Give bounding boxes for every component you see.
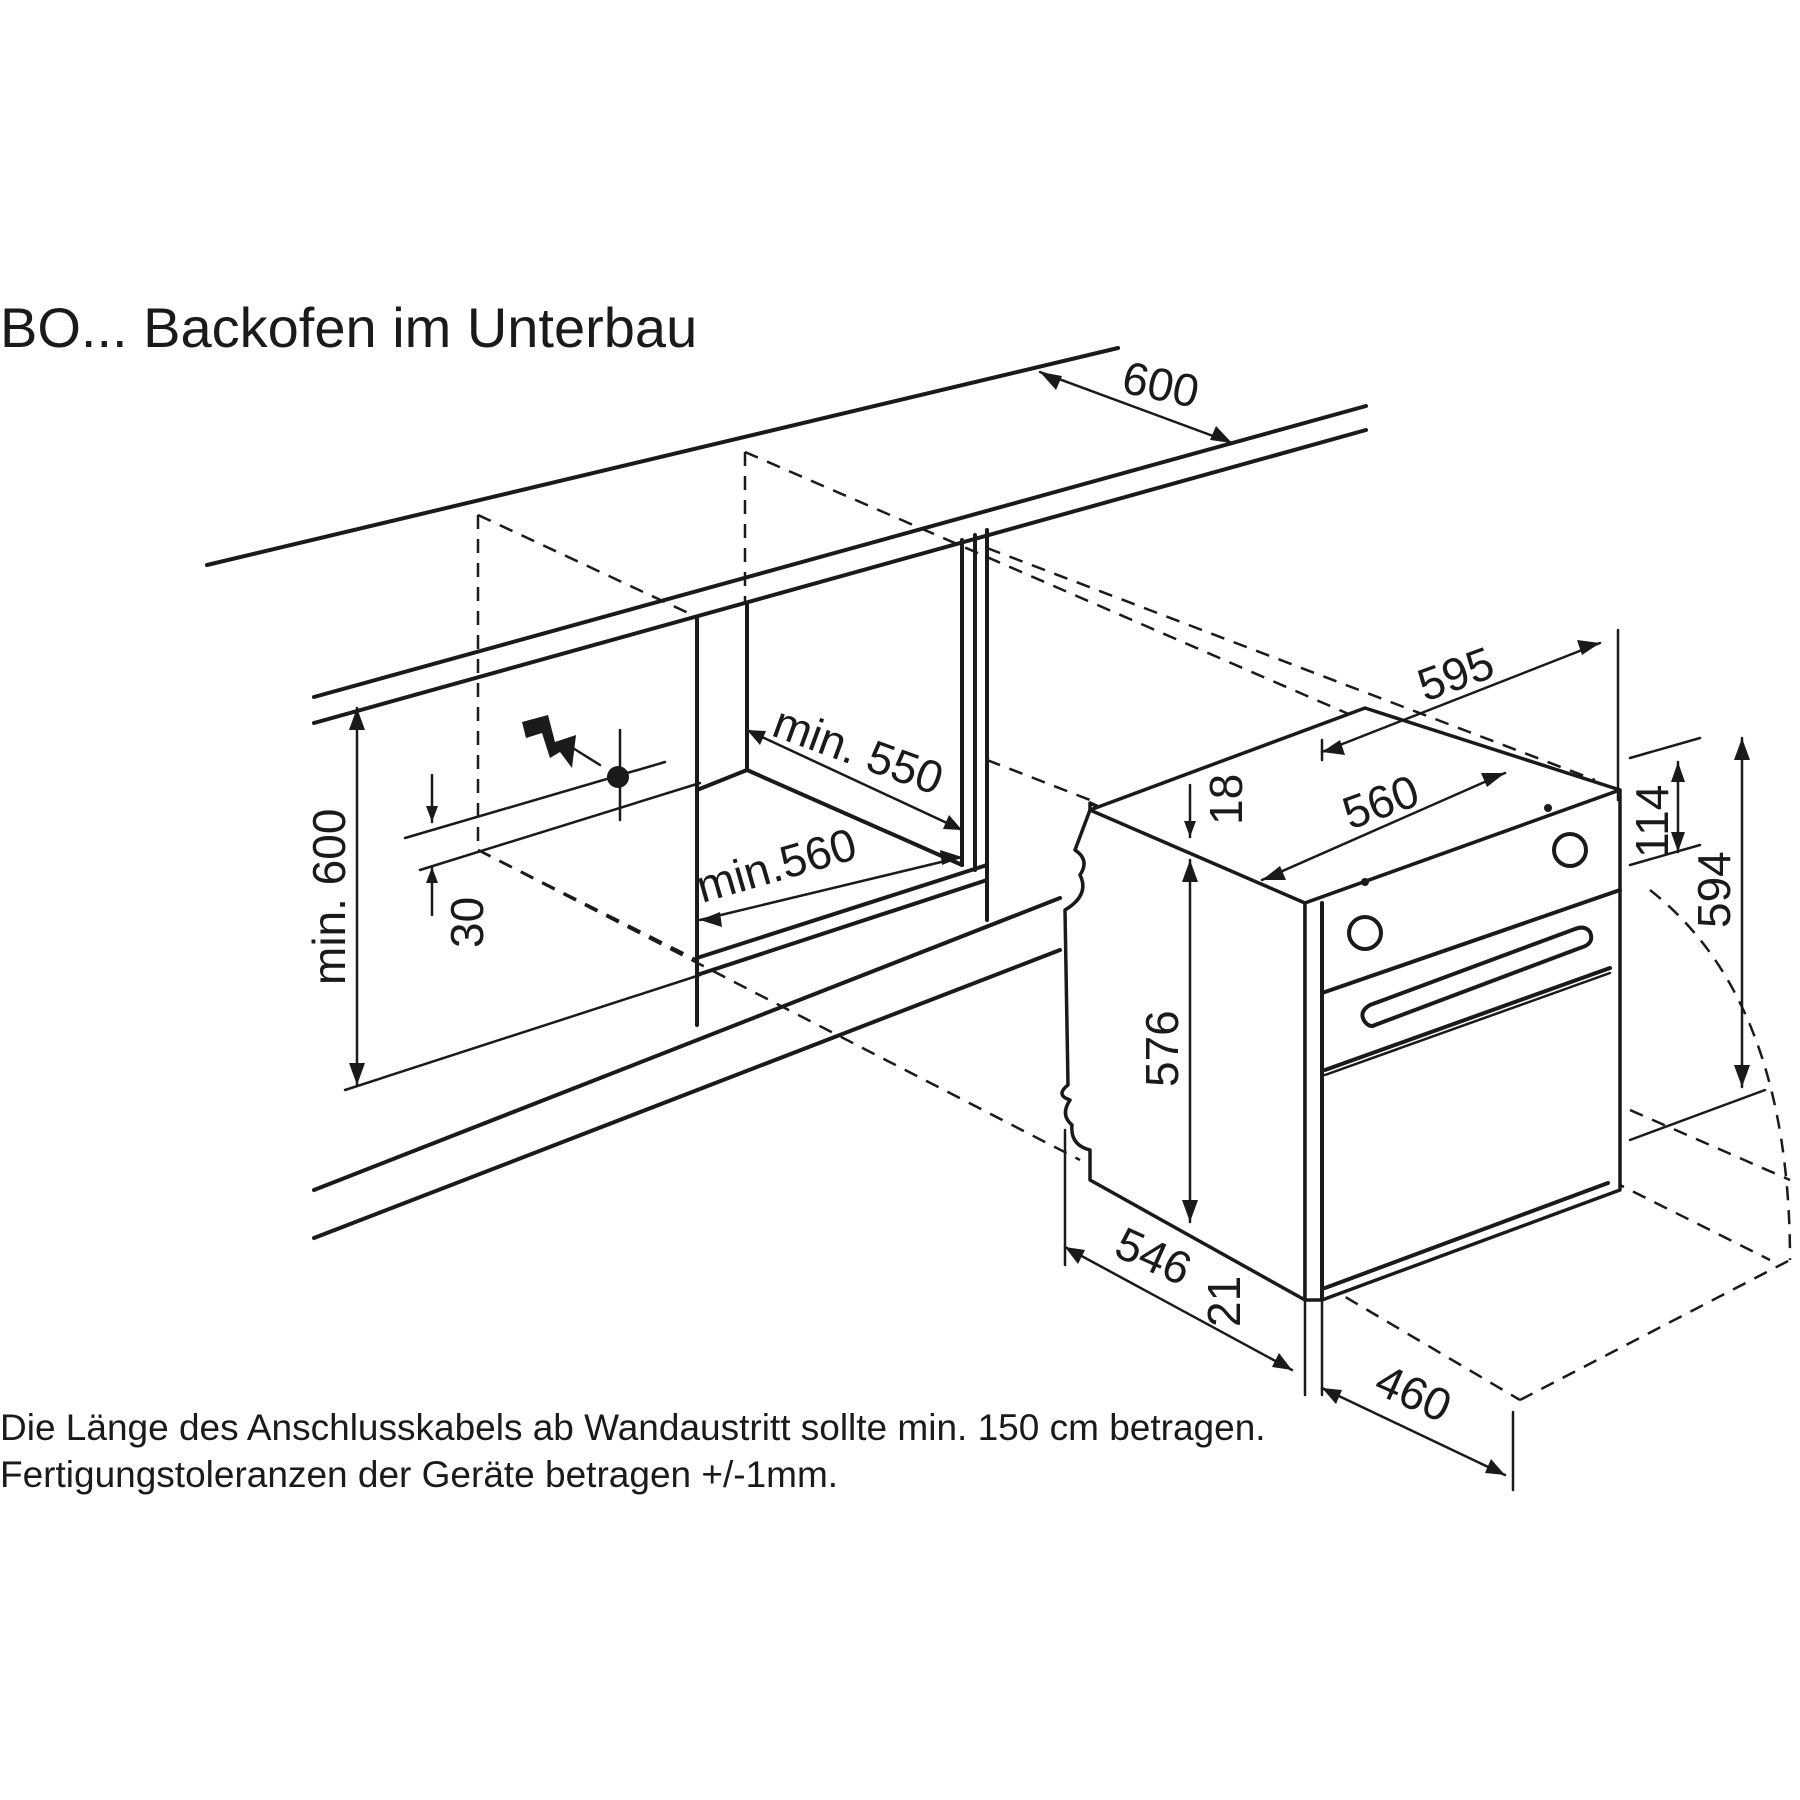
note-cable-length: Die Länge des Anschlusskabels ab Wandaus… <box>0 1407 1266 1448</box>
dim-niche-height: min. 600 <box>303 809 355 985</box>
oven <box>1060 706 1622 1302</box>
power-connection <box>403 715 702 872</box>
socket-point-icon <box>607 766 629 788</box>
dim-niche-depth: min. 550 <box>767 696 951 805</box>
lightning-bolt-icon <box>522 715 576 768</box>
dim-front-thickness: 21 <box>1198 1276 1250 1327</box>
dim-door-opening: 460 <box>1368 1354 1459 1433</box>
worktop <box>205 346 1368 725</box>
diagram-title: BO... Backofen im Unterbau <box>0 296 697 359</box>
dim-socket-30: 30 <box>441 897 493 948</box>
left-knob-icon <box>1347 915 1383 951</box>
niche-opening <box>695 528 989 1027</box>
note-tolerance: Fertigungstoleranzen der Geräte betragen… <box>0 1454 838 1495</box>
door-handle-icon <box>1360 925 1594 1028</box>
cabinet-base <box>312 896 1062 1240</box>
right-knob-icon <box>1552 832 1588 868</box>
dim-panel-height: 114 <box>1626 785 1678 858</box>
hidden-lines <box>476 450 1792 1402</box>
dim-oven-width: 595 <box>1411 636 1501 711</box>
dim-niche-width: min.560 <box>690 818 862 913</box>
dim-top-offset: 18 <box>1200 774 1252 825</box>
dim-depth-600: 600 <box>1118 351 1204 418</box>
dim-oven-height: 594 <box>1688 851 1740 928</box>
dimension-lines <box>349 370 1767 1492</box>
dim-body-height: 576 <box>1136 1010 1188 1087</box>
